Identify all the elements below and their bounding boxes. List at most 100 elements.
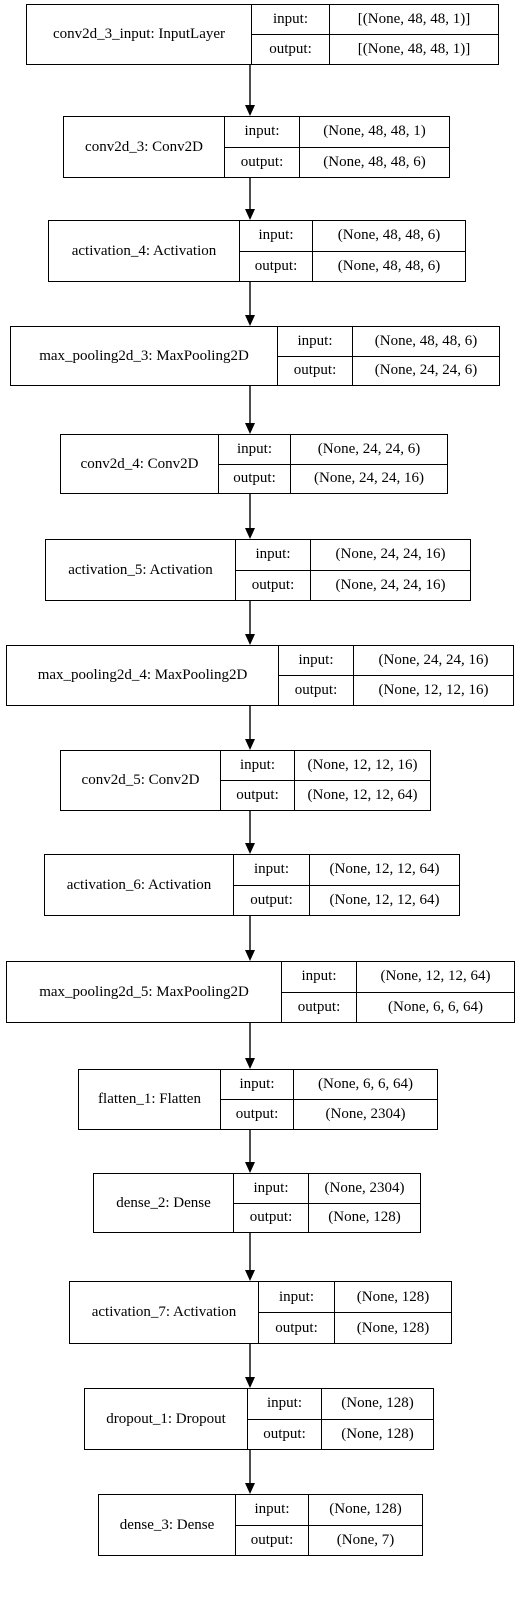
- layer-name: dropout_1: Dropout: [85, 1389, 248, 1449]
- input-label: input:: [234, 1174, 308, 1204]
- arrow-head: [245, 634, 255, 645]
- output-shape: (None, 7): [336, 1531, 395, 1548]
- input-label: input:: [279, 646, 353, 676]
- arrow-head: [245, 209, 255, 220]
- input-label: input:: [225, 117, 299, 148]
- input-shape: [(None, 48, 48, 1)]: [330, 5, 498, 35]
- input-shape: (None, 128): [309, 1495, 422, 1526]
- arrow-head: [245, 1483, 255, 1494]
- layer-name: flatten_1: Flatten: [79, 1070, 221, 1129]
- layer-name: conv2d_3_input: InputLayer: [27, 5, 252, 64]
- output-label: output:: [236, 787, 279, 803]
- arrow-head: [245, 1377, 255, 1388]
- input-label: input:: [221, 751, 294, 781]
- layer-name: conv2d_3: Conv2D: [64, 117, 225, 177]
- output-shape: (None, 48, 48, 6): [323, 153, 426, 170]
- output-label: output:: [294, 682, 338, 698]
- output-shape: (None, 12, 12, 64): [307, 787, 418, 803]
- output-label: output:: [263, 1425, 306, 1442]
- input-shape: (None, 24, 24, 6): [291, 435, 447, 465]
- output-shape: (None, 24, 24, 6): [374, 362, 478, 379]
- layer-name: dense_3: Dense: [99, 1495, 236, 1555]
- input-shape: (None, 12, 12, 16): [295, 751, 430, 781]
- layer-name: conv2d_5: Conv2D: [61, 751, 221, 810]
- input-label: input:: [252, 5, 329, 35]
- output-shape: (None, 2304): [325, 1106, 406, 1122]
- layer-name: activation_5: Activation: [46, 540, 236, 600]
- input-label: input:: [248, 1389, 321, 1420]
- arrow-head: [245, 739, 255, 750]
- input-shape: (None, 48, 48, 6): [313, 221, 465, 252]
- output-shape: [(None, 48, 48, 1)]: [357, 41, 471, 57]
- input-shape: (None, 12, 12, 64): [310, 855, 459, 886]
- arrow-head: [245, 315, 255, 326]
- output-shape: (None, 128): [328, 1209, 401, 1226]
- input-shape: (None, 24, 24, 16): [311, 540, 470, 571]
- output-label: output:: [275, 1319, 318, 1336]
- output-shape: (None, 12, 12, 16): [378, 682, 489, 698]
- output-label: output:: [251, 576, 295, 593]
- arrow-head: [245, 1162, 255, 1173]
- input-shape: (None, 24, 24, 16): [354, 646, 513, 676]
- output-shape: (None, 12, 12, 64): [329, 891, 440, 908]
- output-label: output:: [250, 1531, 294, 1548]
- arrow-head: [245, 105, 255, 116]
- arrow-head: [245, 528, 255, 539]
- arrow-head: [245, 843, 255, 854]
- output-shape: (None, 24, 24, 16): [335, 576, 446, 593]
- layer-name: max_pooling2d_3: MaxPooling2D: [11, 327, 278, 385]
- input-label: input:: [221, 1070, 293, 1100]
- arrow-head: [245, 1058, 255, 1069]
- output-label: output:: [250, 891, 293, 908]
- input-shape: (None, 48, 48, 1): [300, 117, 449, 148]
- output-shape: (None, 24, 24, 16): [314, 470, 424, 487]
- input-label: input:: [234, 855, 309, 886]
- output-label: output:: [233, 470, 276, 487]
- layer-name: activation_6: Activation: [45, 855, 234, 915]
- output-shape: (None, 128): [341, 1425, 414, 1442]
- arrow-head: [245, 1270, 255, 1281]
- input-label: input:: [236, 1495, 308, 1526]
- arrow-head: [245, 950, 255, 961]
- arrow-head: [245, 423, 255, 434]
- layer-name: dense_2: Dense: [94, 1174, 234, 1232]
- input-label: input:: [282, 962, 356, 993]
- input-label: input:: [219, 435, 290, 465]
- output-label: output:: [297, 998, 341, 1015]
- input-shape: (None, 128): [322, 1389, 433, 1420]
- input-label: input:: [278, 327, 352, 357]
- output-label: output:: [269, 41, 312, 57]
- layer-name: conv2d_4: Conv2D: [61, 435, 219, 493]
- input-label: input:: [259, 1282, 334, 1313]
- input-label: input:: [240, 221, 312, 252]
- input-shape: (None, 6, 6, 64): [294, 1070, 437, 1100]
- layer-name: activation_7: Activation: [70, 1282, 259, 1343]
- output-label: output:: [249, 1209, 293, 1226]
- input-label: input:: [236, 540, 310, 571]
- output-shape: (None, 128): [356, 1319, 430, 1336]
- layer-name: activation_4: Activation: [49, 221, 240, 281]
- layer-name: max_pooling2d_4: MaxPooling2D: [7, 646, 279, 705]
- output-label: output:: [293, 362, 337, 379]
- input-shape: (None, 48, 48, 6): [353, 327, 499, 357]
- input-shape: (None, 12, 12, 64): [357, 962, 514, 993]
- output-shape: (None, 48, 48, 6): [337, 257, 441, 274]
- input-shape: (None, 2304): [309, 1174, 420, 1204]
- input-shape: (None, 128): [335, 1282, 451, 1313]
- output-label: output:: [235, 1106, 279, 1122]
